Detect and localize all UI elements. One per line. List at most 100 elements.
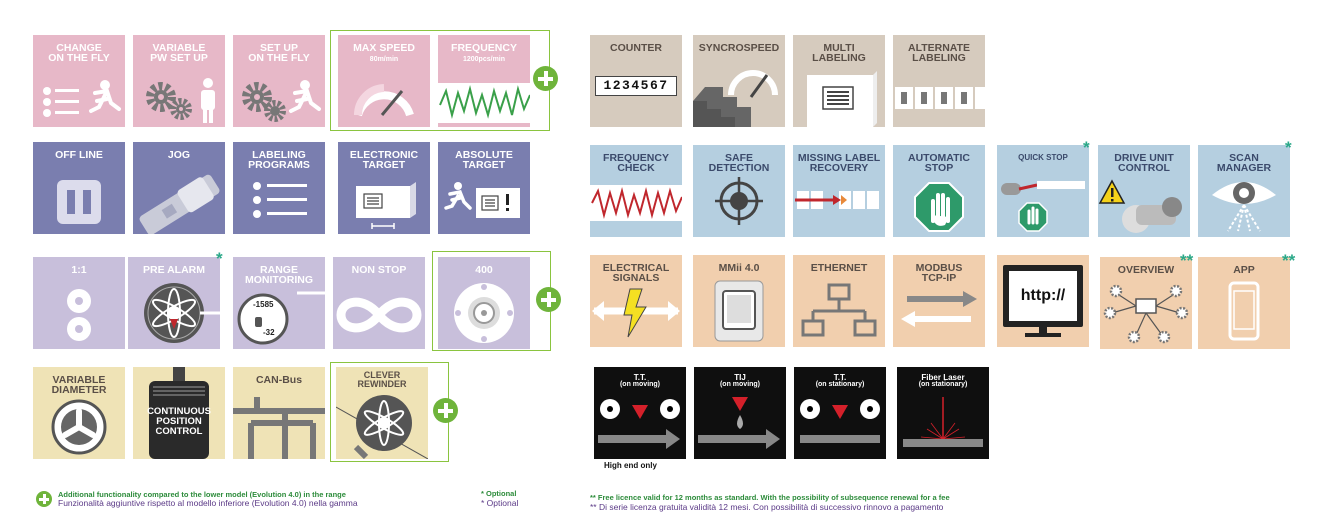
tile-label: MISSING LABEL RECOVERY: [797, 152, 881, 174]
drive-unit-control-tile: DRIVE UNIT CONTROL: [1098, 145, 1190, 237]
tij-tile: TIJ (on moving): [694, 367, 786, 459]
list-runner-icon: [43, 80, 121, 117]
tile-label: MULTI LABELING: [812, 42, 866, 64]
tt-stationary-tile: T.T. (on stationary): [794, 367, 886, 459]
tile-label: JOG: [167, 149, 191, 161]
tile-label: OVERVIEW: [1117, 264, 1175, 276]
gears-runner-icon: [242, 80, 321, 122]
gears-person-icon: [146, 78, 215, 123]
tile-sublabel: 1200pcs/min: [462, 56, 506, 63]
crosshair-icon: [715, 177, 763, 225]
stairs-speedometer-icon: [693, 70, 778, 127]
tile-label: VARIABLE PW SET UP: [150, 42, 208, 64]
tile-label: QUICK STOP: [1018, 153, 1068, 162]
missing-label-recovery-tile: MISSING LABEL RECOVERY: [793, 145, 885, 237]
plus-icon: [533, 66, 558, 91]
gauge-icon: [237, 291, 325, 345]
labeling-programs-tile: LABELING PROGRAMS: [233, 142, 325, 234]
tile-label: APP: [1233, 264, 1255, 276]
tile-label: CLEVER REWINDER: [357, 370, 407, 389]
absolute-target-tile: ABSOLUTE TARGET: [438, 142, 530, 234]
reel-alarm-icon: [144, 283, 220, 343]
syncrospeed-tile: SYNCROSPEED: [693, 35, 785, 127]
tile-label: Fiber Laser: [921, 373, 965, 382]
non-stop-tile: NON STOP: [333, 257, 425, 349]
tile-label: RANGE MONITORING: [244, 264, 314, 286]
one-to-one-tile: 1:1: [33, 257, 125, 349]
jog-roller-icon: [139, 174, 220, 234]
off-line-tile: OFF LINE: [33, 142, 125, 234]
set-up-on-the-fly-tile: SET UP ON THE FLY: [233, 35, 325, 127]
tile-label: ALTERNATE LABELING: [907, 42, 971, 64]
tile-label: CONTINUOUS POSITION CONTROL: [147, 406, 211, 437]
tile-label: MMii 4.0: [718, 262, 760, 274]
alternate-labeling-tile: ALTERNATE LABELING: [893, 35, 985, 127]
licence-star-marker: **: [1282, 251, 1296, 270]
smartphone-icon: [1228, 281, 1260, 341]
tile-label: PRE ALARM: [142, 264, 206, 276]
tile-label: 400: [475, 264, 493, 276]
clever-rewinder-tile: CLEVER REWINDER: [336, 367, 428, 459]
variable-diameter-tile: VARIABLE DIAMETER: [33, 367, 125, 459]
eye-scan-icon: [1212, 182, 1276, 232]
program-list-icon: [253, 182, 307, 218]
automatic-stop-tile: AUTOMATIC STOP: [893, 145, 985, 237]
tile-label: ABSOLUTE TARGET: [455, 149, 513, 171]
network-gears-icon: [1103, 284, 1189, 344]
tile-label: TIJ: [734, 373, 746, 382]
thermal-transfer-icon: [598, 399, 680, 449]
licence-star-marker: **: [1180, 251, 1194, 270]
tile-sublabel: 80m/min: [369, 56, 399, 63]
tile-label: COUNTER: [610, 42, 662, 54]
legend-licence-it: ** Di serie licenza gratuita validità 12…: [590, 502, 944, 512]
max-speed-tile: MAX SPEED 80m/min: [338, 35, 430, 127]
plus-icon: [433, 398, 458, 423]
tile-label: FREQUENCY CHECK: [603, 152, 669, 174]
tile-label: 1:1: [71, 264, 87, 276]
four-hundred-tile: 400: [438, 257, 530, 349]
tile-label: OFF LINE: [55, 149, 103, 161]
http-tile: http://: [997, 255, 1089, 347]
tile-label: ETHERNET: [810, 262, 868, 274]
frequency-check-icon: [590, 185, 682, 221]
tile-label: T.T.: [833, 373, 847, 382]
app-tile: APP: [1198, 257, 1290, 349]
tile-label: MODBUS TCP-IP: [915, 262, 963, 284]
ethernet-tile: ETHERNET: [793, 255, 885, 347]
optional-star-marker: *: [216, 249, 223, 268]
stop-hand-icon: [914, 182, 964, 232]
electrical-signals-tile: ELECTRICAL SIGNALS: [590, 255, 682, 347]
overview-tile: OVERVIEW: [1100, 257, 1192, 349]
optional-star-marker: *: [1285, 138, 1292, 157]
pre-alarm-tile: PRE ALARM: [128, 257, 220, 349]
runner-target-icon: [444, 182, 520, 218]
tile-label: MAX SPEED: [353, 42, 415, 54]
tile-label: AUTOMATIC STOP: [907, 152, 971, 174]
quick-stop-tile: QUICK STOP: [997, 145, 1089, 237]
legend-optional-en: * Optional: [481, 489, 517, 498]
optional-star-marker: *: [1083, 138, 1090, 157]
speedometer-icon: [354, 84, 414, 117]
counter-tile: COUNTER 1234567: [590, 35, 682, 127]
tile-label: LABELING PROGRAMS: [248, 149, 310, 171]
change-on-the-fly-tile: CHANGE ON THE FLY: [33, 35, 125, 127]
inkjet-drop-icon: [698, 397, 780, 449]
safe-detection-tile: SAFE DETECTION: [693, 145, 785, 237]
legend-optional-it: * Optional: [481, 498, 519, 508]
tile-label: ELECTRICAL SIGNALS: [602, 262, 670, 284]
large-reel-icon: [454, 283, 514, 343]
infinity-icon: [336, 297, 422, 333]
laser-icon: [903, 397, 983, 447]
tile-sublabel: (on stationary): [815, 381, 865, 388]
tile-label: VARIABLE DIAMETER: [51, 374, 107, 396]
modbus-tile: MODBUS TCP-IP: [893, 255, 985, 347]
touch-panel-icon: [714, 280, 764, 342]
legend-additional-it: Funzionalità aggiuntive rispetto al mode…: [58, 498, 358, 508]
thermal-transfer-stationary-icon: [800, 399, 880, 443]
frequency-check-tile: FREQUENCY CHECK: [590, 145, 682, 237]
tile-label: NON STOP: [351, 264, 407, 276]
tile-sublabel: (on moving): [619, 381, 661, 388]
chuck-icon: [51, 399, 107, 455]
target-box-icon: [356, 182, 416, 229]
monitor-icon: [1003, 265, 1083, 337]
